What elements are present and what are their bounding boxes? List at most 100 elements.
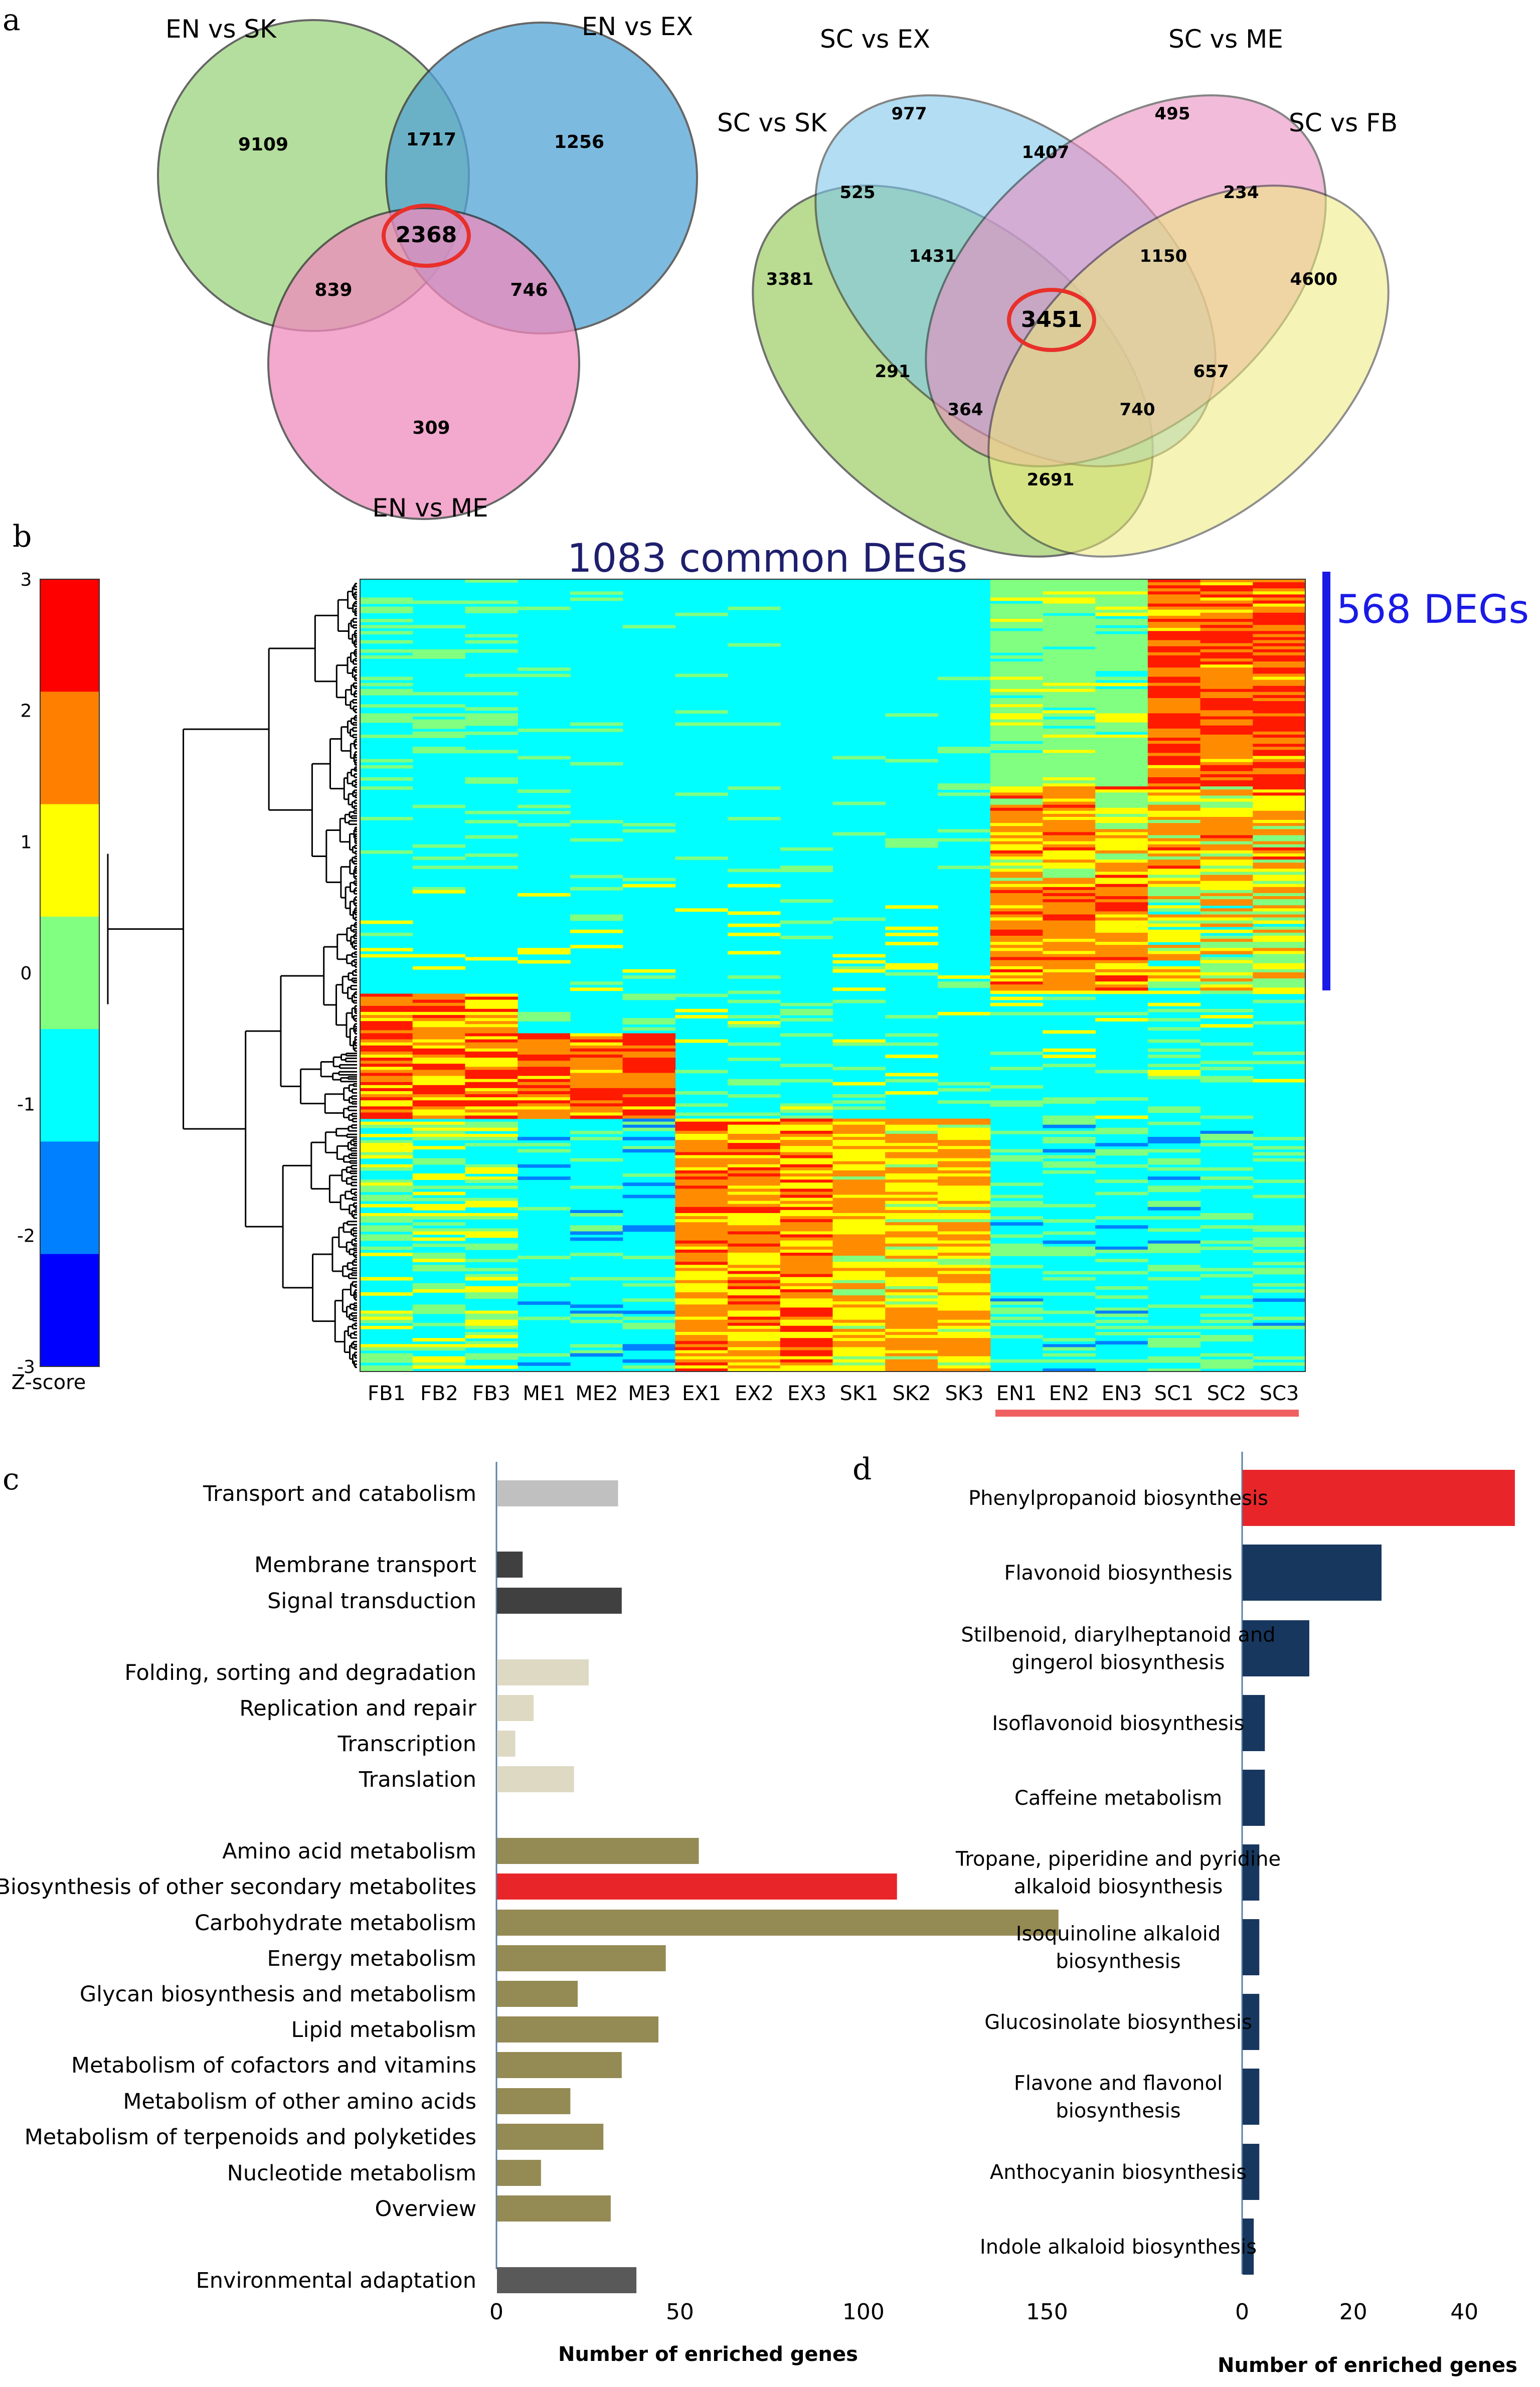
heatmap-cell — [780, 1170, 833, 1174]
heatmap-cell — [570, 1158, 623, 1162]
heatmap-cell — [1147, 887, 1201, 891]
heatmap-cell — [832, 954, 886, 958]
heatmap-cell — [622, 625, 676, 629]
heatmap-cell — [990, 957, 1044, 961]
heatmap-cell — [1200, 823, 1254, 827]
heatmap-cell — [465, 777, 518, 781]
heatmap-cell — [832, 1253, 886, 1256]
heatmap-cell — [518, 1085, 571, 1089]
heatmap-cell — [1200, 1313, 1254, 1317]
colorbar-segment — [40, 1254, 99, 1367]
heatmap-cell — [885, 1338, 938, 1342]
heatmap-cell — [1095, 1011, 1148, 1015]
heatmap-cell — [990, 655, 1044, 659]
sample-label: EN2 — [1049, 1382, 1090, 1405]
heatmap-cell — [1253, 667, 1306, 671]
heatmap-cell — [412, 966, 466, 970]
heatmap-cell — [728, 1216, 781, 1220]
heatmap-cell — [412, 1082, 466, 1086]
heatmap-cell — [885, 1332, 938, 1335]
heatmap-cell — [990, 1335, 1044, 1338]
heatmap-cell — [990, 594, 1044, 598]
heatmap-cell — [885, 841, 938, 845]
heatmap-cell — [570, 1210, 623, 1214]
venn4-set-fb — [987, 185, 1390, 558]
heatmap-cell — [728, 1179, 781, 1183]
heatmap-cell — [728, 1359, 781, 1363]
heatmap-cell — [885, 1198, 938, 1202]
heatmap-cell — [360, 1036, 413, 1040]
heatmap-cell — [990, 890, 1044, 894]
heatmap-cell — [937, 1216, 991, 1220]
heatmap-cell — [360, 1225, 413, 1229]
heatmap-cell — [518, 728, 571, 732]
heatmap-cell — [518, 1058, 571, 1061]
heatmap-cell — [1095, 1152, 1148, 1156]
heatmap-cell — [1253, 600, 1306, 604]
heatmap-cell — [1043, 966, 1096, 970]
heatmap-cell — [1095, 975, 1148, 979]
heatmap-cell — [728, 975, 781, 979]
heatmap-cell — [832, 987, 886, 991]
heatmap-cell — [1095, 734, 1148, 738]
heatmap-cell — [1200, 747, 1254, 751]
heatmap-cell — [1200, 1015, 1254, 1018]
category-label: Signal transduction — [267, 1589, 476, 1614]
bar — [1243, 1919, 1260, 1975]
colorbar-tick-label: -3 — [17, 1357, 35, 1378]
heatmap-cell — [1253, 643, 1306, 647]
heatmap-cell — [675, 1262, 728, 1266]
heatmap-cell — [675, 1222, 728, 1226]
heatmap-cell — [1095, 902, 1148, 906]
heatmap-cell — [832, 1106, 886, 1110]
heatmap-cell — [1095, 857, 1148, 860]
heatmap-cell — [1147, 771, 1201, 775]
heatmap-cell — [885, 966, 938, 970]
heatmap-cell — [1095, 835, 1148, 839]
bar — [1243, 1620, 1309, 1676]
heatmap-cell — [937, 1253, 991, 1256]
heatmap-cell — [1095, 957, 1148, 961]
heatmap-cell — [518, 1256, 571, 1259]
heatmap-cell — [1095, 646, 1148, 650]
heatmap-cell — [1147, 875, 1201, 879]
heatmap-cell — [832, 1286, 886, 1290]
heatmap-cell — [675, 1201, 728, 1205]
heatmap-cell — [1147, 780, 1201, 784]
heatmap-cell — [1095, 823, 1148, 827]
heatmap-cell — [1253, 579, 1306, 583]
heatmap-cell — [885, 1286, 938, 1290]
heatmap-cell — [1095, 951, 1148, 955]
heatmap-cell — [728, 1170, 781, 1174]
heatmap-cell — [1253, 637, 1306, 641]
heatmap-cell — [1043, 692, 1096, 696]
heatmap-cell — [1095, 804, 1148, 808]
heatmap-cell — [465, 600, 518, 604]
heatmap-cell — [518, 1036, 571, 1040]
heatmap-cell — [360, 1091, 413, 1095]
heatmap-cell — [622, 1347, 676, 1351]
heatmap-cell — [675, 1225, 728, 1229]
heatmap-cell — [1043, 869, 1096, 873]
heatmap-cell — [412, 844, 466, 848]
heatmap-cell — [990, 786, 1044, 790]
venn4-label-fb: SC vs FB — [1289, 108, 1398, 137]
heatmap-cell — [412, 1268, 466, 1272]
heatmap-cell — [1095, 1325, 1148, 1329]
heatmap-cell — [622, 1082, 676, 1086]
heatmap-cell — [1147, 893, 1201, 897]
heatmap-cell — [1095, 661, 1148, 665]
heatmap-cell — [1200, 698, 1254, 702]
heatmap-cell — [832, 1170, 886, 1174]
heatmap-cell — [1095, 866, 1148, 870]
heatmap-cell — [885, 1277, 938, 1281]
heatmap-cell — [990, 661, 1044, 665]
heatmap-cell — [1253, 704, 1306, 708]
heatmap-cell — [1147, 704, 1201, 708]
x-tick-label: 0 — [1235, 2299, 1249, 2325]
heatmap-cell — [832, 1262, 886, 1266]
heatmap-cell — [937, 1176, 991, 1180]
heatmap-cell — [465, 692, 518, 696]
heatmap-cell — [1253, 798, 1306, 802]
heatmap-cell — [412, 887, 466, 891]
